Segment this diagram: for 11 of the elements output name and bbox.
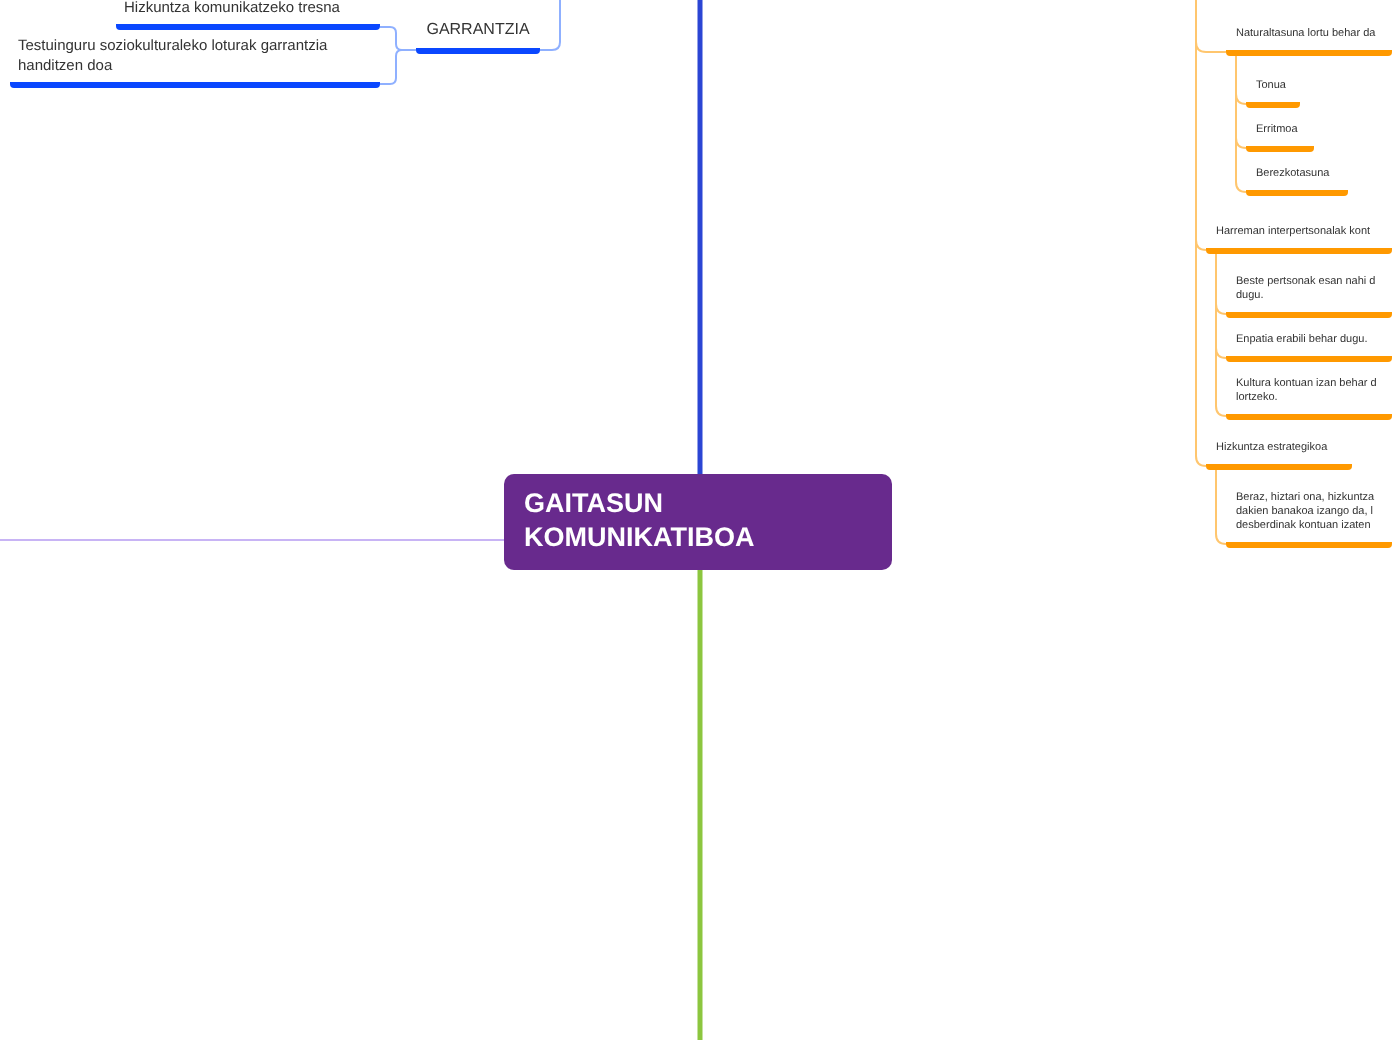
central-topic: GAITASUN KOMUNIKATIBOA bbox=[504, 474, 892, 570]
branch-connector bbox=[1215, 249, 1227, 417]
topic-label: GARRANTZIA bbox=[416, 16, 540, 53]
branch-connector bbox=[697, 0, 703, 474]
branch-connector bbox=[539, 0, 561, 51]
branch-connector bbox=[697, 570, 703, 1040]
branch-connector bbox=[379, 49, 417, 85]
branch-connector bbox=[1215, 465, 1227, 545]
branch-connector bbox=[1195, 0, 1207, 467]
branch-connector bbox=[0, 539, 505, 541]
branch-connector bbox=[1235, 51, 1247, 193]
